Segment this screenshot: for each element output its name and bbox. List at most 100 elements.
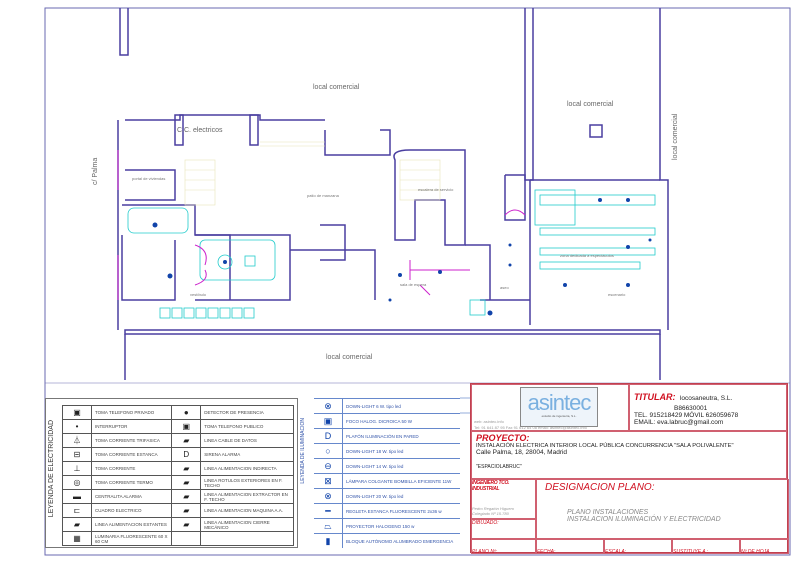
sustituye-cell: SUSTITUYE A : xyxy=(672,539,740,555)
three-phase-socket-icon: ⏃ xyxy=(62,433,92,448)
legend-label: TOMA TELEFONO PUBLICO xyxy=(200,419,294,434)
legend-label: LINEA ALIMENTACION CIERRE MECÁNICO xyxy=(200,517,294,532)
proyecto-line3: "ESPACIOLABRUC" xyxy=(476,464,522,470)
legend-label: LINEA CABLE DE DATOS xyxy=(200,433,294,448)
legend-row: ⏢PROYECTOR HALOGENO 150 w xyxy=(314,518,460,534)
titular-label: TITULAR: xyxy=(634,392,676,402)
pendant-lamp-icon: ⊠ xyxy=(314,473,343,489)
legend-label: DOWN-LIGHT 18 W. tipo led xyxy=(342,443,460,459)
legend-label: REGLETA ESTANCA FLUORESCENTE 2x36 w xyxy=(342,503,460,519)
data-cable-icon: ▰ xyxy=(171,433,202,448)
downlight-small-icon: ⊗ xyxy=(314,398,343,414)
logo-cell: asintec estudio de ingeniería, S.L. web:… xyxy=(471,384,629,431)
dibujado-cell: DIBUJADO: xyxy=(471,519,536,539)
seats-row xyxy=(159,307,255,319)
legend-label: TOMA CORRIENTE ESTANCA xyxy=(90,447,173,462)
legend-label: SIRENA ALARMA xyxy=(200,447,294,462)
legend-row: ━REGLETA ESTANCA FLUORESCENTE 2x36 w xyxy=(314,503,460,519)
legend-label: LINEA ALIMENTACION EXTRACTOR EN F. TECHO xyxy=(200,489,294,504)
ingeniero-label: INGENIERO TCO. INDUSTRIAL xyxy=(472,480,510,492)
switch-icon: • xyxy=(62,419,92,434)
feed-line-icon: ▰ xyxy=(171,461,202,476)
plano-cell: PLANO Nº: xyxy=(471,539,536,555)
legend-row: ▣FOCO HALOG. DICROICA 50 W xyxy=(314,413,460,429)
proyecto-line1: INSTALACIÓN ELECTRICA INTERIOR LOCAL PÚB… xyxy=(476,443,734,449)
fluorescent-strip-icon: ━ xyxy=(314,503,343,519)
electrical-panel-icon: ⊏ xyxy=(62,503,92,518)
titular-name: locosaneutra, S.L. xyxy=(679,395,733,402)
legend-iluminacion: LEYENDA DE ILUMINACION ⊗DOWN-LIGHT 6 W. … xyxy=(298,398,460,548)
legend-row: •INTERRUPTOR▣TOMA TELEFONO PUBLICO xyxy=(62,419,294,434)
sustituye-label: SUSTITUYE A : xyxy=(673,549,709,555)
empty-icon xyxy=(171,531,202,546)
legend-label: LUMINARIA FLUORESCENTE 60 X 60 CM xyxy=(90,531,173,546)
proyecto-cell: PROYECTO: INSTALACIÓN ELECTRICA INTERIOR… xyxy=(471,431,787,479)
label-local-right: local comercial xyxy=(567,101,614,108)
projector-icon: ⏢ xyxy=(314,518,343,534)
legend-label: LINEA ALIMENTACION MAQUINA A.A. xyxy=(200,503,294,518)
label-local-top: local comercial xyxy=(313,84,360,91)
stairs xyxy=(184,141,441,206)
downlight-filled-icon: ⊖ xyxy=(314,458,343,474)
alarm-panel-icon: ▬ xyxy=(62,489,92,504)
titular-tel: TEL. 915218429 MÓVIL 626059678 xyxy=(634,412,739,419)
legend-row: ⊖DOWN-LIGHT 14 W. tipo led xyxy=(314,458,460,474)
legend-row: ○DOWN-LIGHT 18 W. tipo led xyxy=(314,443,460,459)
ingeniero-cell: INGENIERO TCO. INDUSTRIAL Pedro Regatón … xyxy=(471,479,536,519)
contact-web: web: asintec.info xyxy=(474,419,504,424)
feed-line-icon: ▰ xyxy=(171,475,202,490)
legend-label: INTERRUPTOR xyxy=(90,419,173,434)
legend-label: LINEA ROTULOS EXTERIORES EN F. TECHO xyxy=(200,475,294,490)
label-zona: zona dedicada a espectáculos xyxy=(560,253,614,258)
titular-cif: B86630001 xyxy=(674,405,708,412)
feed-line-icon: ▰ xyxy=(171,517,202,532)
telephone-socket-icon: ▣ xyxy=(62,405,92,420)
feed-line-icon: ▰ xyxy=(62,517,92,532)
fluorescent-icon: ▦ xyxy=(62,531,92,546)
legend-label: LÁMPARA COLGANTE BOMBILLA EFICIENTE 11W xyxy=(342,473,460,489)
designacion-cell: DESIGNACION PLANO: PLANO INSTALACIONES I… xyxy=(536,479,789,539)
presence-detector-icon: ● xyxy=(171,405,202,420)
legend-row: ▦LUMINARIA FLUORESCENTE 60 X 60 CM xyxy=(62,531,294,546)
legend-label: LINEA ALIMENTACION ESTANTES xyxy=(90,517,173,532)
legend-row: ▰LINEA ALIMENTACION ESTANTES▰LINEA ALIME… xyxy=(62,517,294,532)
legend-row: ⊥TOMA CORRIENTE▰LINEA ALIMENTACION INDIR… xyxy=(62,461,294,476)
walls xyxy=(117,8,669,380)
label-portal: portal de viviendas xyxy=(132,176,166,181)
legend-row: ⊗DOWN-LIGHT 20 W. tipo led xyxy=(314,488,460,504)
legend-label xyxy=(200,531,294,546)
legend-label: BLOQUE AUTÓNOMO ALUMBRADO EMERGENCIA xyxy=(342,533,460,548)
legend-label: DOWN-LIGHT 20 W. tipo led xyxy=(342,488,460,504)
label-vestibulo: vestíbulo xyxy=(190,292,207,297)
contact-line: Tel: 91 641 87 95 Fax 91 612 64 08 email… xyxy=(474,425,587,430)
legend-label: CENTRALITA ALARMA xyxy=(90,489,173,504)
emergency-light-icon: ▮ xyxy=(314,533,343,548)
legend-iluminacion-title: LEYENDA DE ILUMINACION xyxy=(300,418,306,484)
legend-label: FOCO HALOG. DICROICA 50 W xyxy=(342,413,460,429)
legend-row: ▮BLOQUE AUTÓNOMO ALUMBRADO EMERGENCIA xyxy=(314,533,460,548)
waterproof-socket-icon: ⊟ xyxy=(62,447,92,462)
wall-light-icon: D xyxy=(314,428,343,444)
legend-label: DOWN-LIGHT 14 W. tipo led xyxy=(342,458,460,474)
label-escalera: escalera de servicio xyxy=(418,187,454,192)
ingeniero-colegiado: Colegiado Nº 15.780 xyxy=(472,511,509,516)
public-phone-icon: ▣ xyxy=(171,419,202,434)
label-sala-espera: sala de espera xyxy=(400,282,427,287)
legend-row: ⊏CUADRO ELECTRICO▰LINEA ALIMENTACION MAQ… xyxy=(62,503,294,518)
legend-electricidad xyxy=(45,398,298,548)
downlight-cross-icon: ⊗ xyxy=(314,488,343,504)
fecha-label: FECHA: xyxy=(537,549,556,555)
dibujado-label: DIBUJADO: xyxy=(472,520,499,526)
label-street: c/ Palma xyxy=(92,157,99,185)
fecha-cell: FECHA: xyxy=(536,539,604,555)
socket-icon: ⊥ xyxy=(62,461,92,476)
siren-icon: D xyxy=(171,447,202,462)
proyecto-label: PROYECTO: xyxy=(476,433,530,443)
plano-label: PLANO Nº: xyxy=(472,549,498,555)
legend-label: TOMA TELEFONO PRIVADO xyxy=(90,405,173,420)
legend-label: DETECTOR DE PRESENCIA xyxy=(200,405,294,420)
label-cc-electricos: C.C. electricos xyxy=(177,127,223,134)
asintec-logo: asintec estudio de ingeniería, S.L. xyxy=(520,387,598,427)
legend-label: CUADRO ELECTRICO xyxy=(90,503,173,518)
furniture xyxy=(127,189,656,319)
